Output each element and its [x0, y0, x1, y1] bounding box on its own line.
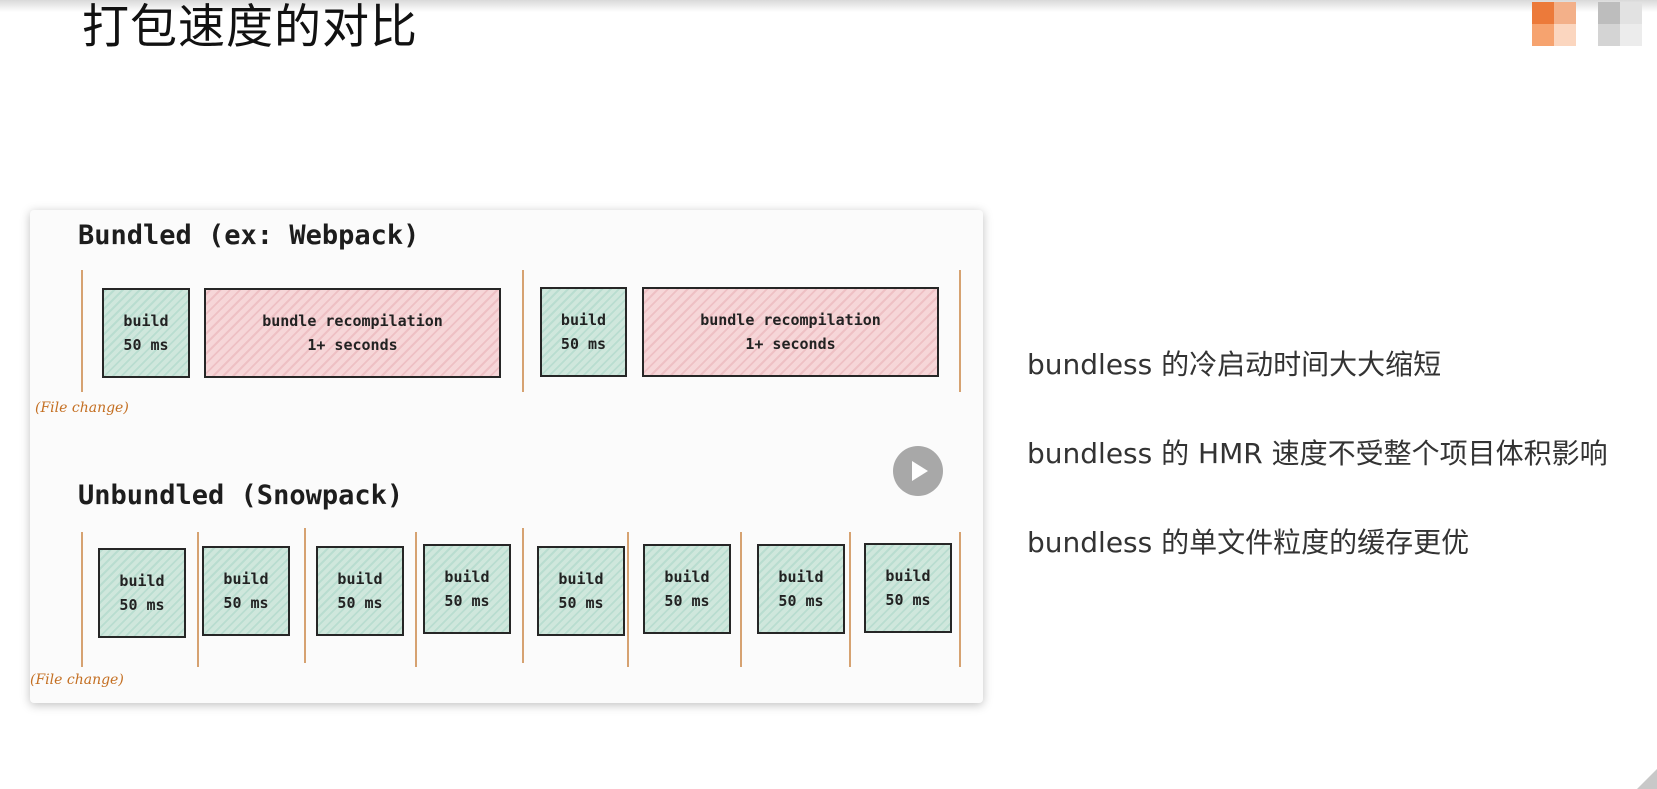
block-label: build — [123, 312, 169, 330]
file-change-tick — [627, 532, 629, 667]
file-change-tick — [959, 532, 961, 667]
build-block: build 50 ms — [643, 544, 731, 634]
file-change-tick — [81, 532, 83, 667]
bundled-title: Bundled (ex: Webpack) — [78, 220, 420, 251]
file-change-label: (File change) — [30, 672, 124, 688]
build-block: build 50 ms — [202, 546, 290, 636]
block-duration: 50 ms — [560, 335, 607, 353]
build-block: build 50 ms — [316, 546, 404, 636]
block-label: build — [885, 567, 931, 585]
bundle-recompilation-block: bundle recompilation 1+ seconds — [204, 288, 501, 378]
pixel-logo — [1532, 0, 1657, 50]
file-change-tick — [522, 528, 524, 663]
bullet-item: bundless 的 HMR 速度不受整个项目体积影响 — [1027, 437, 1608, 470]
unbundled-title: Unbundled (Snowpack) — [78, 480, 404, 511]
block-duration: 50 ms — [664, 592, 710, 610]
block-duration: 50 ms — [778, 592, 824, 610]
file-change-tick — [81, 270, 83, 392]
bundle-recompilation-block: bundle recompilation 1+ seconds — [642, 287, 939, 377]
build-block: build 50 ms — [757, 544, 845, 634]
file-change-tick — [304, 528, 306, 663]
bullet-item: bundless 的冷启动时间大大缩短 — [1027, 348, 1442, 381]
file-change-tick — [959, 270, 961, 392]
file-change-tick — [849, 532, 851, 667]
block-duration: 1+ seconds — [745, 335, 836, 353]
slide-title: 打包速度的对比 — [82, 0, 418, 55]
block-label: build — [664, 568, 710, 586]
block-label: build — [560, 311, 607, 329]
build-block: build 50 ms — [423, 544, 511, 634]
build-block: build 50 ms — [864, 543, 952, 633]
block-duration: 50 ms — [885, 591, 931, 609]
block-duration: 1+ seconds — [307, 336, 398, 354]
corner-fold — [1637, 769, 1657, 789]
file-change-tick — [415, 532, 417, 667]
block-duration: 50 ms — [444, 592, 490, 610]
block-label: bundle recompilation — [700, 311, 881, 329]
build-block: build 50 ms — [102, 288, 190, 378]
block-duration: 50 ms — [558, 594, 604, 612]
build-block: build 50 ms — [537, 546, 625, 636]
build-block: build 50 ms — [98, 548, 186, 638]
block-label: build — [119, 572, 165, 590]
build-block: build 50 ms — [540, 287, 627, 377]
block-label: bundle recompilation — [262, 312, 443, 330]
top-shadow-bar — [0, 0, 1657, 12]
block-duration: 50 ms — [223, 594, 269, 612]
block-label: build — [558, 570, 604, 588]
file-change-tick — [522, 270, 524, 392]
play-icon[interactable] — [893, 446, 943, 496]
block-label: build — [444, 568, 490, 586]
file-change-tick — [740, 532, 742, 667]
diagram-card: Bundled (ex: Webpack) (File change) buil… — [30, 210, 983, 703]
block-label: build — [778, 568, 824, 586]
block-duration: 50 ms — [123, 336, 169, 354]
block-label: build — [223, 570, 269, 588]
file-change-label: (File change) — [35, 400, 129, 416]
block-duration: 50 ms — [337, 594, 383, 612]
bullet-item: bundless 的单文件粒度的缓存更优 — [1027, 526, 1470, 559]
block-label: build — [337, 570, 383, 588]
block-duration: 50 ms — [119, 596, 165, 614]
file-change-tick — [197, 532, 199, 667]
